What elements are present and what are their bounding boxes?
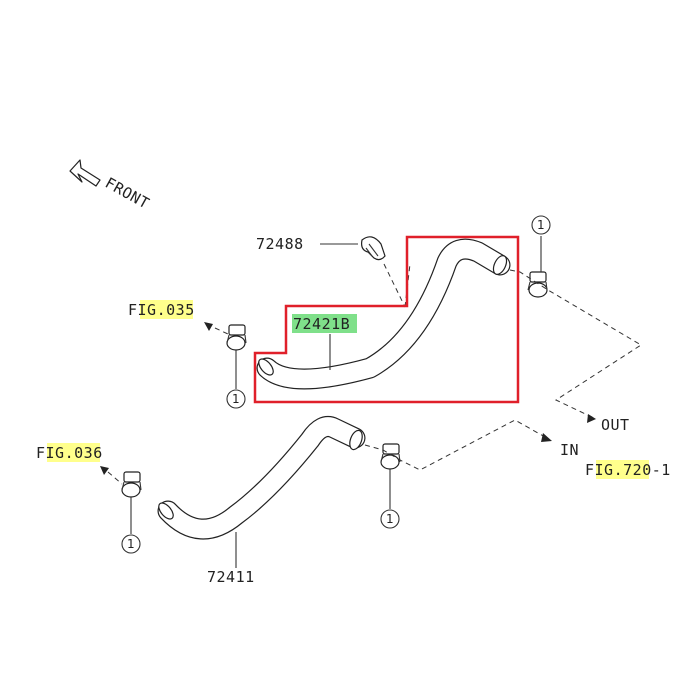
- front-arrow-icon: [69, 159, 101, 187]
- clamp-left-lower: [121, 471, 142, 498]
- fig-720-highlighted: IG.72: [595, 461, 643, 479]
- part-label-72421b: 72421B: [293, 315, 350, 333]
- highlight-72421b: [292, 314, 357, 333]
- fig-035-label[interactable]: FIG.035: [128, 301, 195, 319]
- in-label: IN: [560, 441, 579, 459]
- callout-1-left-upper: 1: [232, 392, 240, 406]
- fig-036-suffix: 6: [93, 444, 103, 462]
- clamp-left-upper: [226, 324, 247, 351]
- fig-036-highlighted: IG.03: [46, 444, 94, 462]
- highlight-fig035: [140, 300, 193, 319]
- callout-1-middle-lower: 1: [386, 512, 394, 526]
- route-in: [364, 419, 546, 471]
- clamp-upper-right: [527, 271, 548, 298]
- fig-720-label[interactable]: FIG.720-1: [585, 461, 671, 479]
- fig-035-prefix: F: [128, 301, 138, 319]
- callout-1-upper-right: 1: [537, 218, 545, 232]
- hose-72411: [157, 416, 366, 540]
- hose-72421b: [256, 238, 511, 390]
- selected-part-box: [253, 235, 520, 404]
- clamp-72488: [361, 236, 386, 261]
- fig-036-prefix: F: [36, 444, 46, 462]
- highlight-fig036: [47, 443, 100, 462]
- front-label: FRONT: [102, 174, 152, 213]
- fig-035-suffix: 5: [185, 301, 195, 319]
- fig-036-label[interactable]: FIG.036: [36, 444, 103, 462]
- out-label: OUT: [601, 416, 630, 434]
- part-label-72488: 72488: [256, 235, 304, 253]
- clamp-middle-lower: [380, 443, 401, 470]
- callout-1-left-lower: 1: [127, 537, 135, 551]
- part-label-72411: 72411: [207, 568, 255, 586]
- fig-720-suffix: 0-1: [642, 461, 671, 479]
- highlight-fig720: [596, 460, 649, 479]
- fig-720-prefix: F: [585, 461, 595, 479]
- fig-035-highlighted: IG.03: [138, 301, 186, 319]
